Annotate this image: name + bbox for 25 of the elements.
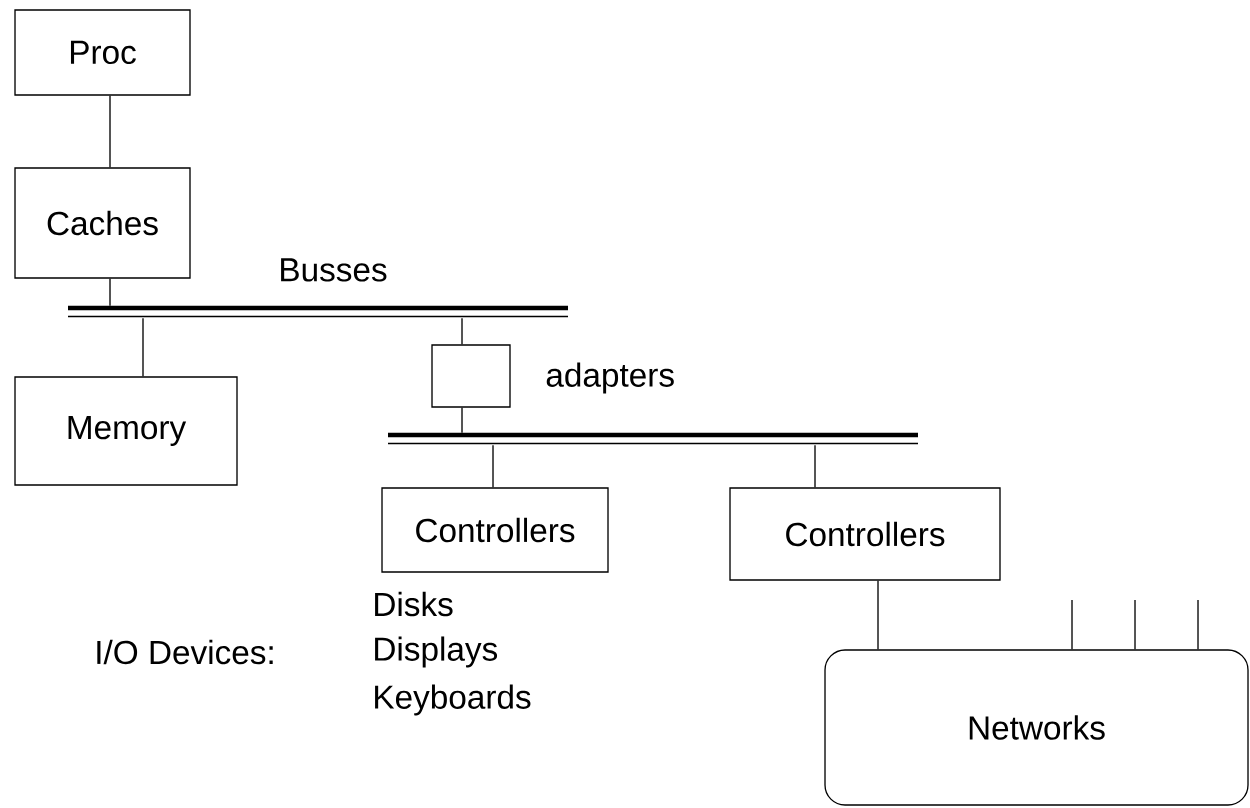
network-box: Networks (824, 649, 1249, 806)
connector-line (461, 317, 463, 345)
connector-line (1197, 599, 1199, 650)
component-box: Caches (14, 167, 191, 279)
connector-line (109, 95, 111, 168)
connector-line (1071, 599, 1073, 650)
component-box: Memory (14, 376, 238, 486)
component-box: Controllers (729, 487, 1001, 581)
beside-label: adapters (546, 362, 674, 394)
connector-line (877, 580, 879, 650)
connector-line (461, 407, 463, 434)
connector-line (1134, 599, 1136, 650)
connector-line (814, 444, 816, 488)
bus-bar (387, 432, 919, 445)
adapter-box (431, 344, 511, 408)
text-label: Keyboards (375, 684, 531, 716)
text-label: I/O Devices: (97, 639, 273, 665)
connector-line (142, 317, 144, 377)
connector-line (109, 278, 111, 307)
component-box: Controllers (381, 487, 609, 573)
connector-line (492, 444, 494, 488)
text-label: Displays (375, 636, 498, 668)
bus-bar (67, 305, 569, 318)
component-box: Proc (14, 9, 191, 96)
text-label: Busses (281, 258, 387, 282)
